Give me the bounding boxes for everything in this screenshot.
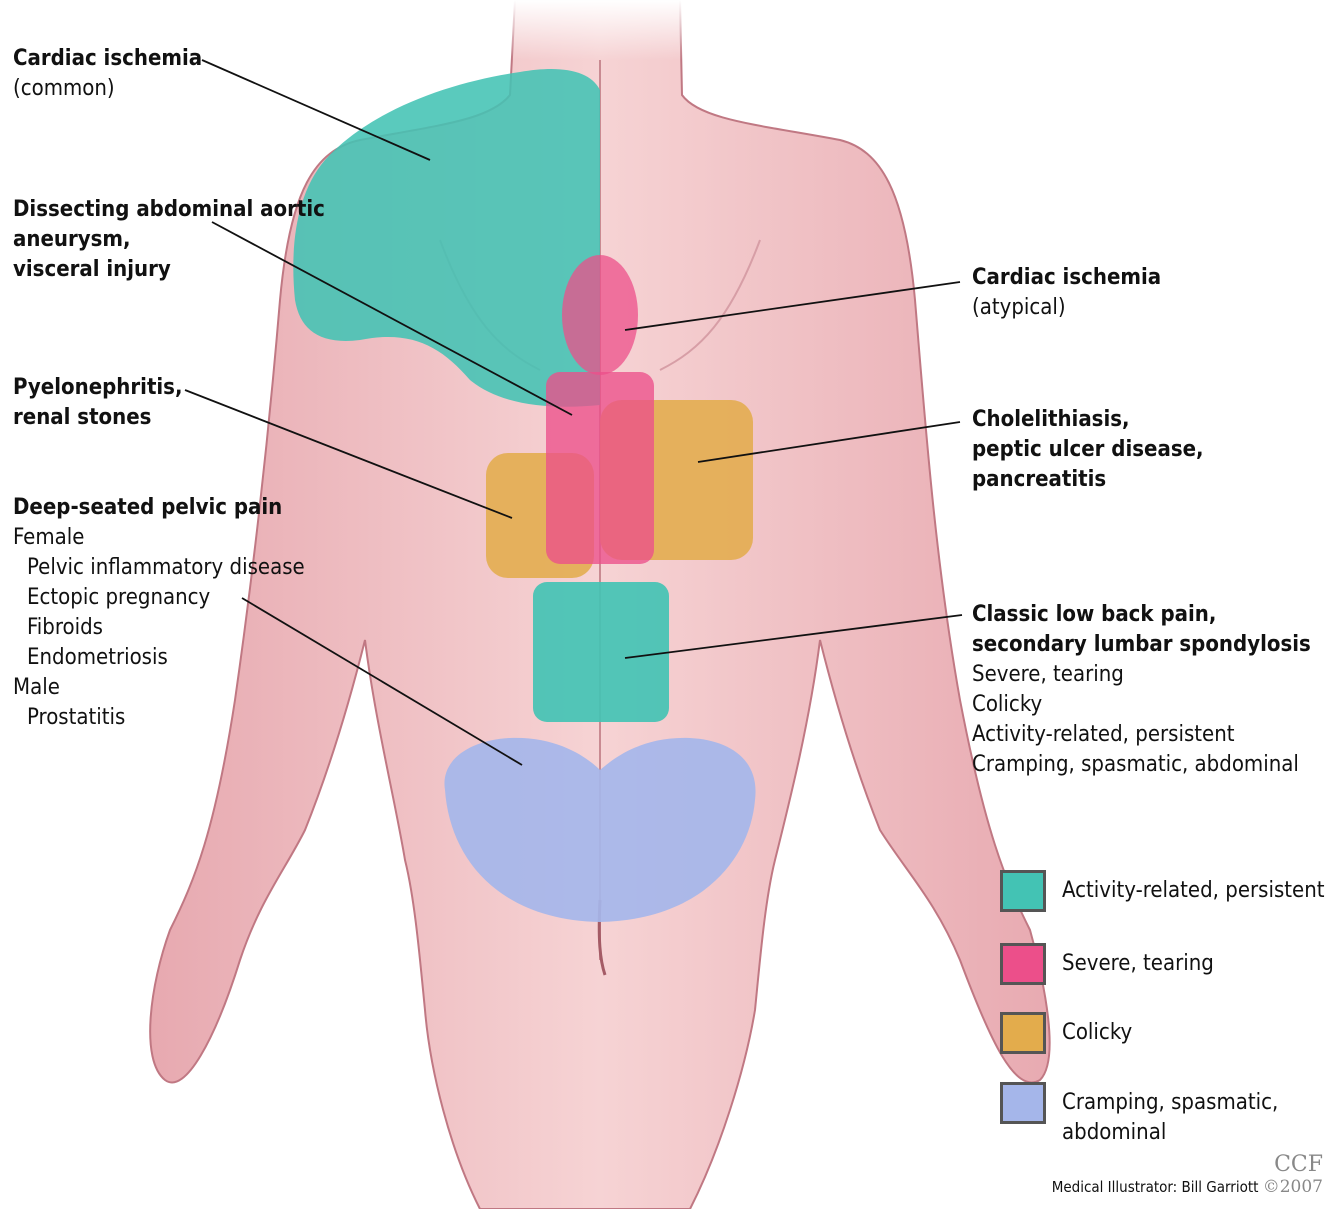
region-cardiac-atypical (562, 255, 638, 375)
label-cardiac-common-sub: (common) (13, 74, 202, 104)
label-chole-line1: Cholelithiasis, (972, 405, 1204, 435)
label-lowback-item: Severe, tearing (972, 660, 1311, 690)
ccf-logo: CCF (1052, 1152, 1323, 1177)
label-chole-line2: peptic ulcer disease, (972, 435, 1204, 465)
label-pyelo-line2: renal stones (13, 403, 183, 433)
illustrator-credit: Medical Illustrator: Bill Garriott (1052, 1178, 1259, 1196)
copyright-year: ©2007 (1263, 1177, 1323, 1197)
label-pelvic-female: Female (13, 523, 305, 553)
legend-label: Cramping, spasmatic, abdominal (1062, 1088, 1312, 1148)
label-cardiac-common-title: Cardiac ischemia (13, 44, 202, 74)
label-lowback-item: Cramping, spasmatic, abdominal (972, 750, 1311, 780)
region-lumbar (533, 582, 669, 722)
label-lowback: Classic low back pain, secondary lumbar … (972, 600, 1311, 780)
label-pelvic-female-item: Pelvic inflammatory disease (13, 553, 305, 583)
label-lowback-line2: secondary lumbar spondylosis (972, 630, 1311, 660)
region-aortic (546, 372, 654, 564)
label-pelvic-female-item: Fibroids (13, 613, 305, 643)
label-pelvic-male-item: Prostatitis (13, 703, 305, 733)
label-aortic-line2: aneurysm, (13, 225, 325, 255)
label-pelvic-male: Male (13, 673, 305, 703)
label-lowback-line1: Classic low back pain, (972, 600, 1311, 630)
legend-swatch (1000, 870, 1046, 912)
label-pelvic-title: Deep-seated pelvic pain (13, 493, 305, 523)
legend-label: Severe, tearing (1062, 949, 1214, 979)
legend-label: Colicky (1062, 1018, 1132, 1048)
label-aortic: Dissecting abdominal aortic aneurysm, vi… (13, 195, 325, 285)
label-pyelo: Pyelonephritis, renal stones (13, 373, 183, 433)
legend-swatch (1000, 943, 1046, 985)
label-chole: Cholelithiasis, peptic ulcer disease, pa… (972, 405, 1204, 495)
legend-swatch (1000, 1012, 1046, 1054)
label-pelvic-female-item: Endometriosis (13, 643, 305, 673)
label-lowback-item: Colicky (972, 690, 1311, 720)
label-cardiac-atypical: Cardiac ischemia (atypical) (972, 263, 1161, 323)
label-pyelo-line1: Pyelonephritis, (13, 373, 183, 403)
label-pelvic: Deep-seated pelvic pain Female Pelvic in… (13, 493, 305, 733)
label-cardiac-atypical-sub: (atypical) (972, 293, 1161, 323)
label-cardiac-common: Cardiac ischemia (common) (13, 44, 202, 104)
label-pelvic-female-item: Ectopic pregnancy (13, 583, 305, 613)
legend-label: Activity-related, persistent (1062, 876, 1325, 906)
label-lowback-item: Activity-related, persistent (972, 720, 1311, 750)
label-chole-line3: pancreatitis (972, 465, 1204, 495)
neck-fade (500, 0, 700, 60)
label-cardiac-atypical-title: Cardiac ischemia (972, 263, 1161, 293)
legend-swatch (1000, 1082, 1046, 1124)
label-aortic-line1: Dissecting abdominal aortic (13, 195, 325, 225)
label-aortic-line3: visceral injury (13, 255, 325, 285)
credit: CCF Medical Illustrator: Bill Garriott ©… (1052, 1152, 1323, 1197)
